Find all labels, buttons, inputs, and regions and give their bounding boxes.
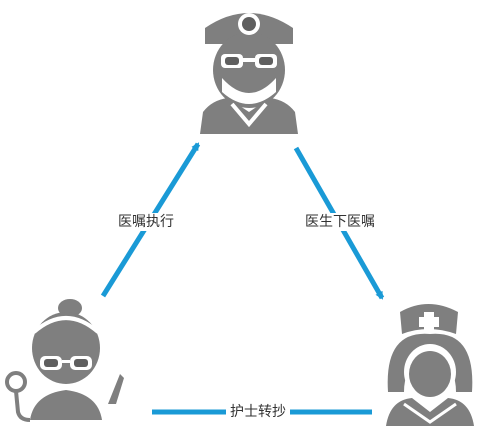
doctor-icon <box>200 13 298 134</box>
edge-label-nurse-caregiver: 护士转抄 <box>226 403 290 421</box>
nurse-icon <box>386 304 474 426</box>
edge-label-caregiver-to-doctor: 医嘱执行 <box>118 213 174 231</box>
caregiver-icon <box>5 299 124 422</box>
edge-label-doctor-to-nurse: 医生下医嘱 <box>305 213 375 231</box>
